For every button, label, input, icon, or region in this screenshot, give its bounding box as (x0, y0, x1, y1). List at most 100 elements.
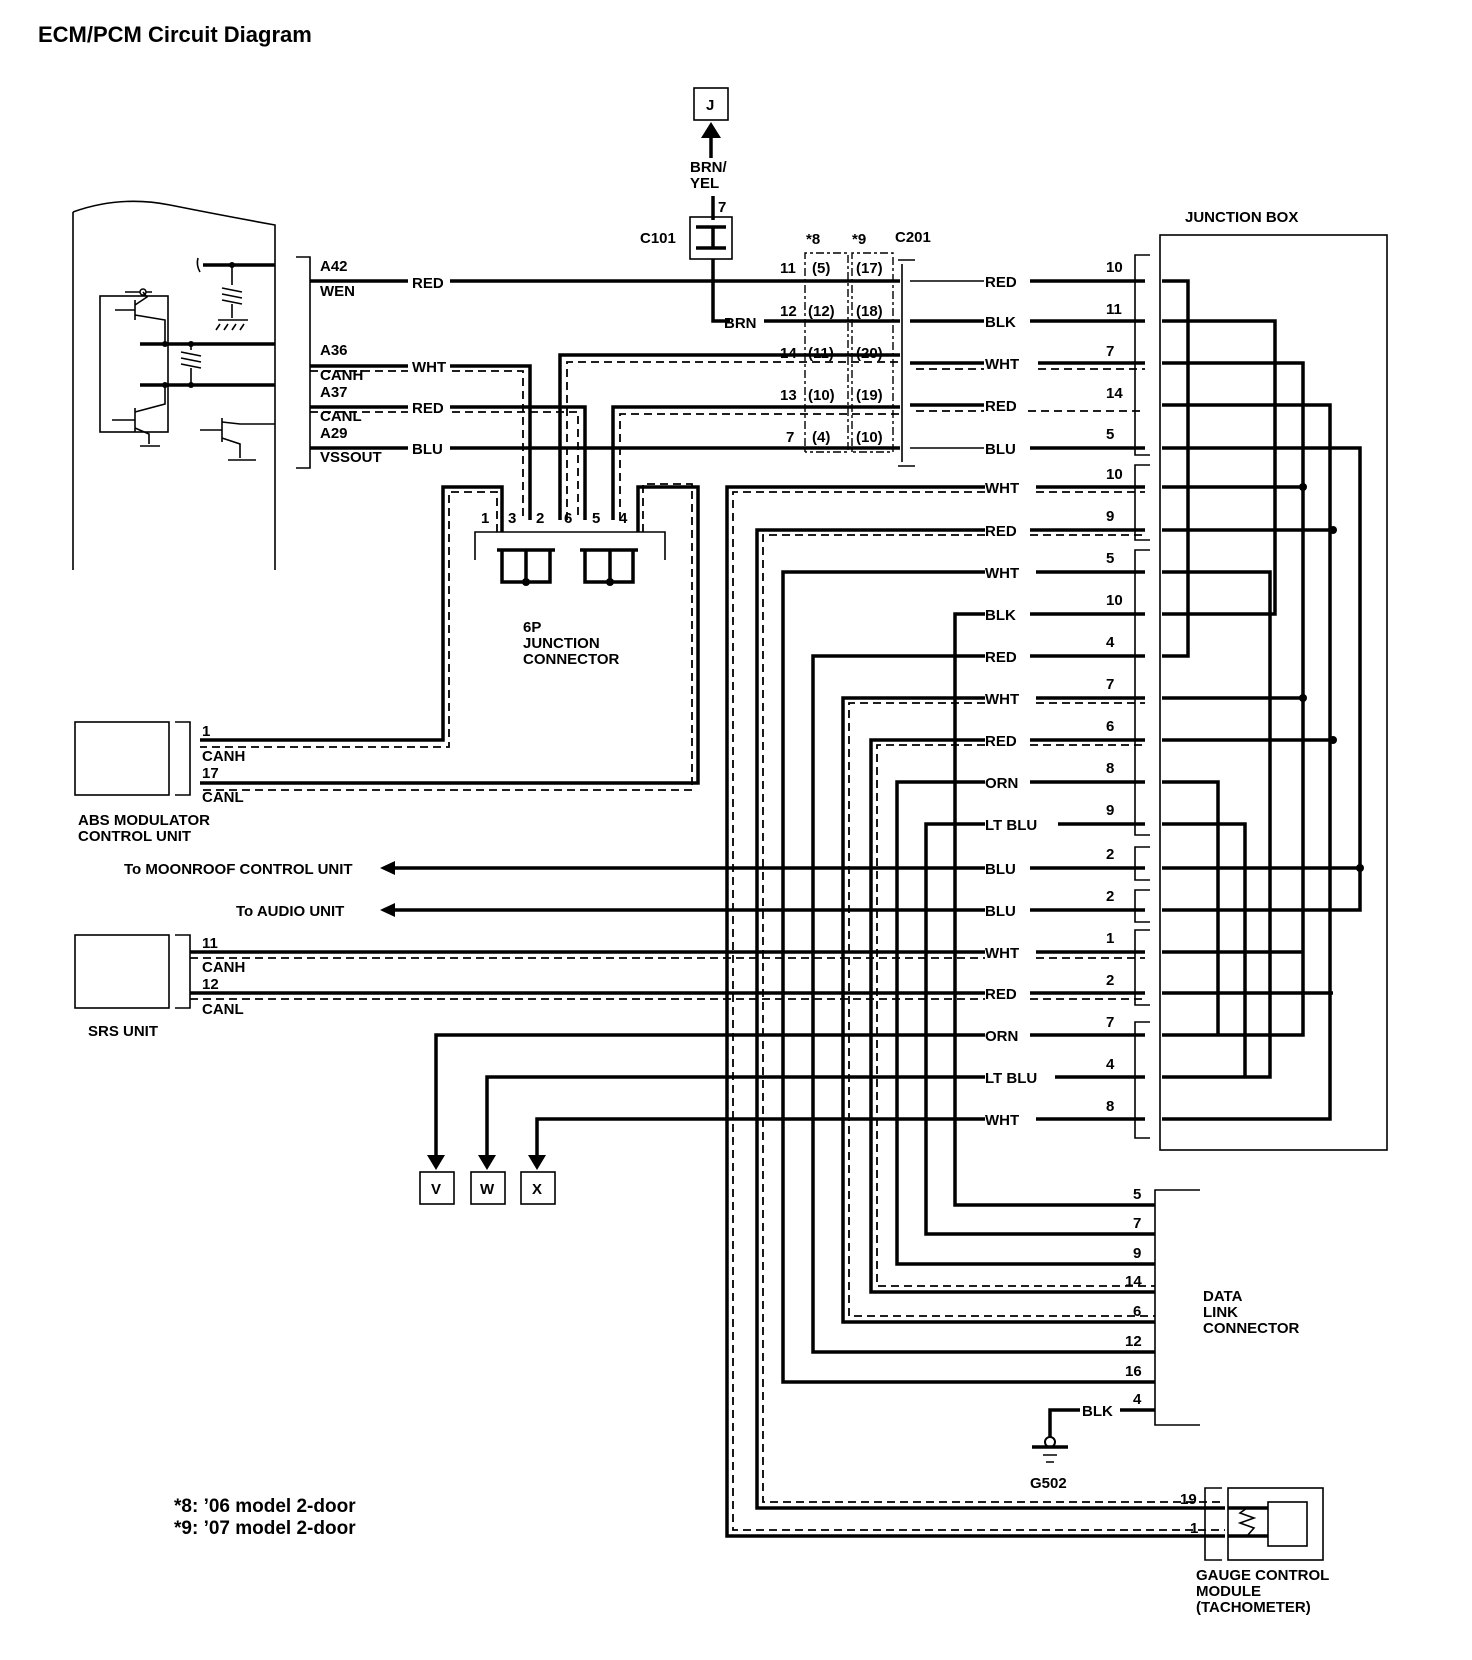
svg-text:7: 7 (1133, 1215, 1141, 1232)
svg-text:4: 4 (1106, 1056, 1115, 1073)
svg-text:1: 1 (202, 723, 210, 740)
svg-text:JUNCTION BOX: JUNCTION BOX (1185, 209, 1298, 226)
ecm-pin-a42: A42 (320, 258, 348, 275)
svg-text:(17): (17) (856, 260, 883, 277)
abs-modulator-control-unit: 1 CANH 17 CANL ABS MODULATOR CONTROL UNI… (74, 721, 245, 845)
svg-text:3: 3 (508, 510, 516, 527)
footnote-8: *8: ’06 model 2-door (174, 1496, 356, 1517)
svg-text:14: 14 (1106, 385, 1123, 402)
svg-text:17: 17 (202, 765, 219, 782)
svg-text:7: 7 (1106, 676, 1114, 693)
page-title: ECM/PCM Circuit Diagram (38, 22, 312, 47)
svg-text:RED: RED (985, 398, 1017, 415)
svg-text:WHT: WHT (985, 1112, 1019, 1129)
svg-text:2: 2 (536, 510, 544, 527)
ecm-pin-a37: A37 (320, 384, 348, 401)
svg-text:MODULE: MODULE (1196, 1583, 1261, 1600)
svg-text:1: 1 (481, 510, 489, 527)
svg-text:6: 6 (1133, 1303, 1141, 1320)
ecm-pin-a36: A36 (320, 342, 348, 359)
svg-text:14: 14 (780, 345, 797, 362)
svg-text:1: 1 (1106, 930, 1114, 947)
svg-text:WHT: WHT (985, 691, 1019, 708)
svg-text:4: 4 (1133, 1391, 1142, 1408)
arrow-left-icon (380, 903, 395, 917)
svg-text:WHT: WHT (985, 356, 1019, 373)
wire-label-blu: BLU (412, 441, 443, 458)
svg-text:9: 9 (1106, 508, 1114, 525)
svg-text:(20): (20) (856, 345, 883, 362)
svg-text:WHT: WHT (985, 565, 1019, 582)
svg-text:7: 7 (786, 429, 794, 446)
svg-text:4: 4 (1106, 634, 1115, 651)
svg-text:CANH: CANH (202, 959, 245, 976)
svg-text:RED: RED (985, 649, 1017, 666)
svg-text:14: 14 (1125, 1273, 1142, 1290)
svg-text:10: 10 (1106, 466, 1123, 483)
svg-text:(TACHOMETER): (TACHOMETER) (1196, 1599, 1311, 1616)
svg-text:LT BLU: LT BLU (985, 1070, 1037, 1087)
svg-text:V: V (431, 1181, 441, 1198)
svg-text:BLU: BLU (985, 861, 1016, 878)
svg-text:(18): (18) (856, 303, 883, 320)
svg-text:(4): (4) (812, 429, 830, 446)
svg-text:RED: RED (985, 733, 1017, 750)
svg-text:BLU: BLU (985, 441, 1016, 458)
svg-text:JUNCTION: JUNCTION (523, 635, 600, 652)
wire-label-red: RED (412, 275, 444, 292)
svg-text:GAUGE CONTROL: GAUGE CONTROL (1196, 1567, 1329, 1584)
svg-text:6: 6 (564, 510, 572, 527)
svg-text:*9: *9 (852, 231, 866, 248)
connector-c101: C101 BRN (640, 216, 900, 332)
svg-text:12: 12 (202, 976, 219, 993)
svg-text:BLK: BLK (985, 607, 1016, 624)
svg-text:(12): (12) (808, 303, 835, 320)
ecm-pin-a29: A29 (320, 425, 348, 442)
connector-j: J BRN/ YEL 7 (690, 87, 729, 220)
svg-text:6P: 6P (523, 619, 541, 636)
svg-text:5: 5 (592, 510, 600, 527)
svg-text:8: 8 (1106, 1098, 1114, 1115)
svg-text:2: 2 (1106, 972, 1114, 989)
svg-text:ORN: ORN (985, 775, 1018, 792)
gauge-control-module: 19 1 GAUGE CONTROL MODULE (TACHOMETER) (1180, 1487, 1329, 1616)
svg-text:2: 2 (1106, 888, 1114, 905)
svg-text:12: 12 (1125, 1333, 1142, 1350)
svg-text:(10): (10) (808, 387, 835, 404)
svg-text:2: 2 (1106, 846, 1114, 863)
svg-text:(10): (10) (856, 429, 883, 446)
junction-connector-6p: 1 3 2 6 5 4 6P JUNCTION CONNECTOR (474, 510, 666, 668)
svg-text:W: W (480, 1181, 495, 1198)
svg-text:BLU: BLU (985, 903, 1016, 920)
svg-text:CONTROL UNIT: CONTROL UNIT (78, 828, 191, 845)
ecm-signal-wen: WEN (320, 283, 355, 300)
svg-text:RED: RED (985, 523, 1017, 540)
svg-text:LT BLU: LT BLU (985, 817, 1037, 834)
ecm-connector (296, 256, 311, 469)
svg-text:11: 11 (202, 935, 218, 952)
srs-unit: 11 CANH 12 CANL SRS UNIT (74, 934, 1145, 1040)
c201-jb-wires (910, 279, 1145, 450)
svg-text:1: 1 (1190, 1520, 1198, 1537)
svg-text:(5): (5) (812, 260, 830, 277)
offpage-connectors: V W X (419, 1033, 1145, 1205)
svg-text:CANL: CANL (202, 789, 244, 806)
to-audio-label: To AUDIO UNIT (236, 903, 344, 920)
wire-label-red: RED (412, 400, 444, 417)
svg-text:RED: RED (985, 274, 1017, 291)
svg-text:10: 10 (1106, 259, 1123, 276)
svg-text:11: 11 (780, 260, 796, 277)
svg-text:C101: C101 (640, 230, 676, 247)
svg-text:BRN/: BRN/ (690, 159, 727, 176)
svg-text:CANH: CANH (202, 748, 245, 765)
svg-text:WHT: WHT (985, 945, 1019, 962)
ecm-signal-canl: CANL (320, 408, 362, 425)
svg-text:7: 7 (1106, 343, 1114, 360)
svg-text:(11): (11) (808, 345, 834, 362)
svg-text:X: X (532, 1181, 542, 1198)
svg-text:ORN: ORN (985, 1028, 1018, 1045)
svg-text:13: 13 (780, 387, 797, 404)
svg-text:19: 19 (1180, 1491, 1197, 1508)
svg-text:CONNECTOR: CONNECTOR (523, 651, 620, 668)
wire-label-brn: BRN (724, 315, 757, 332)
